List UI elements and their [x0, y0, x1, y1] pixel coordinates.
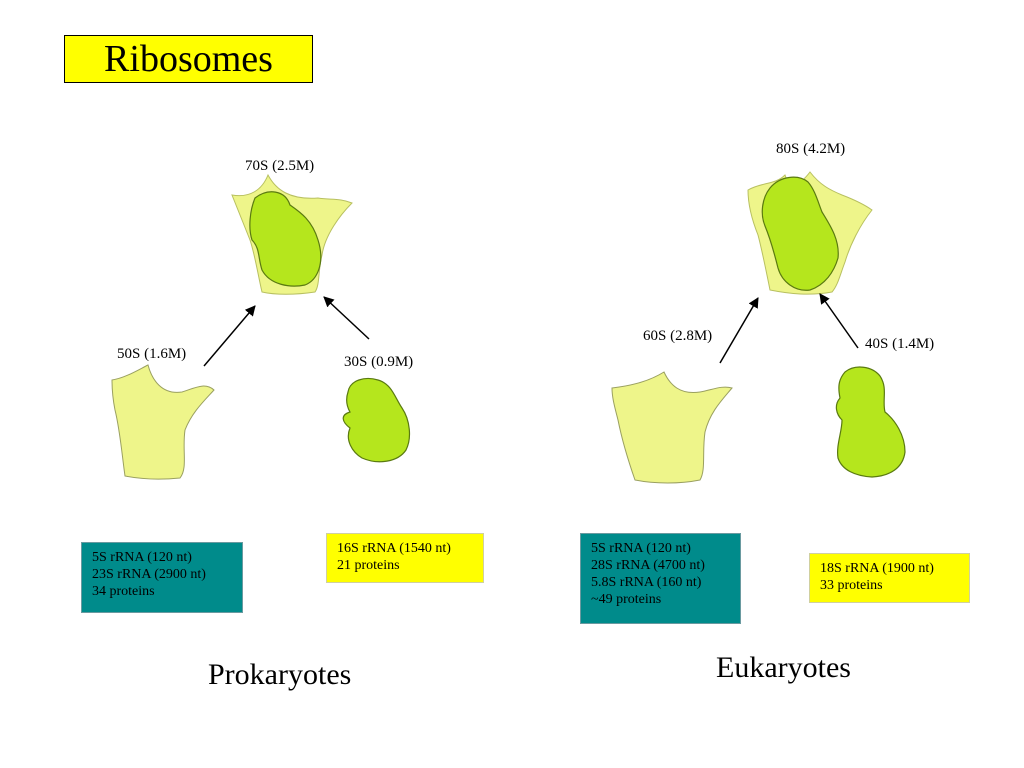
ribosome-70s-shape — [231, 173, 353, 295]
label-80s: 80S (4.2M) — [776, 141, 846, 157]
label-60s: 60S (2.8M) — [643, 328, 713, 344]
box-30s-line: 16S rRNA (1540 nt) — [337, 541, 451, 556]
arrow-30s-to-70s — [323, 296, 370, 340]
box-30s-line: 21 proteins — [337, 558, 400, 573]
ribosome-40s-shape — [835, 366, 906, 478]
box-50s-line: 23S rRNA (2900 nt) — [92, 567, 206, 582]
arrow-50s-to-70s — [203, 305, 256, 367]
box-50s-composition: 5S rRNA (120 nt) 23S rRNA (2900 nt) 34 p… — [81, 542, 243, 613]
box-60s-line: 5S rRNA (120 nt) — [591, 541, 691, 556]
heading-prokaryotes: Prokaryotes — [208, 658, 352, 691]
ribosome-30s-shape — [342, 377, 411, 463]
box-60s-line: ~49 proteins — [591, 592, 662, 607]
arrow-60s-to-80s — [719, 297, 759, 364]
box-40s-line: 18S rRNA (1900 nt) — [820, 561, 934, 576]
box-60s-line: 5.8S rRNA (160 nt) — [591, 575, 702, 590]
slide-title: Ribosomes — [64, 35, 313, 83]
box-60s-line: 28S rRNA (4700 nt) — [591, 558, 705, 573]
label-30s: 30S (0.9M) — [344, 354, 414, 370]
heading-eukaryotes: Eukaryotes — [716, 651, 851, 684]
arrow-40s-to-80s — [819, 293, 859, 349]
box-30s-composition: 16S rRNA (1540 nt) 21 proteins — [326, 533, 484, 583]
box-40s-composition: 18S rRNA (1900 nt) 33 proteins — [809, 553, 970, 603]
ribosome-60s-shape — [611, 371, 733, 484]
box-50s-line: 5S rRNA (120 nt) — [92, 550, 192, 565]
label-40s: 40S (1.4M) — [865, 336, 935, 352]
box-40s-line: 33 proteins — [820, 578, 883, 593]
ribosome-50s-shape — [111, 364, 215, 480]
box-60s-composition: 5S rRNA (120 nt) 28S rRNA (4700 nt) 5.8S… — [580, 533, 741, 624]
ribosome-80s-shape — [747, 171, 873, 295]
box-50s-line: 34 proteins — [92, 584, 155, 599]
label-70s: 70S (2.5M) — [245, 158, 315, 174]
label-50s: 50S (1.6M) — [117, 346, 187, 362]
